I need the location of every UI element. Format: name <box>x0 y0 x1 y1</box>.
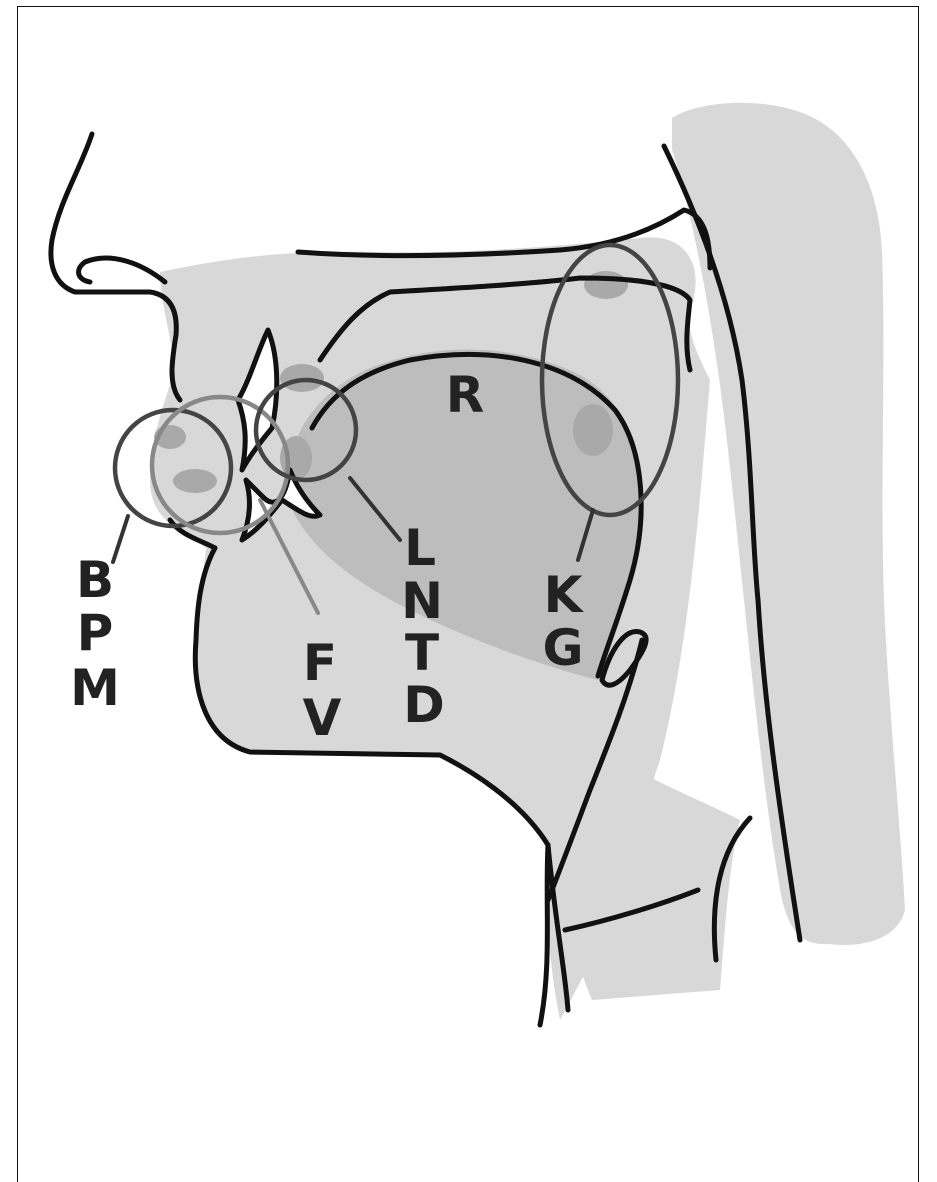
bilabial-leader <box>113 516 128 562</box>
lower-lip-shade <box>173 469 217 493</box>
label-l: L <box>404 519 436 577</box>
velar-contact-shade <box>573 404 613 456</box>
label-d: D <box>403 676 445 734</box>
label-p: P <box>77 604 114 662</box>
label-r: R <box>446 366 485 424</box>
label-g: G <box>542 619 583 677</box>
label-v: V <box>303 689 342 747</box>
nostril-outline <box>79 258 165 282</box>
label-k: K <box>544 566 585 624</box>
label-f: F <box>303 634 337 692</box>
label-m: M <box>70 659 120 717</box>
label-b: B <box>76 551 114 609</box>
palate-contact-shade <box>584 271 628 299</box>
nose-outline <box>51 134 180 400</box>
label-n: N <box>401 572 443 630</box>
label-t: T <box>405 624 439 682</box>
